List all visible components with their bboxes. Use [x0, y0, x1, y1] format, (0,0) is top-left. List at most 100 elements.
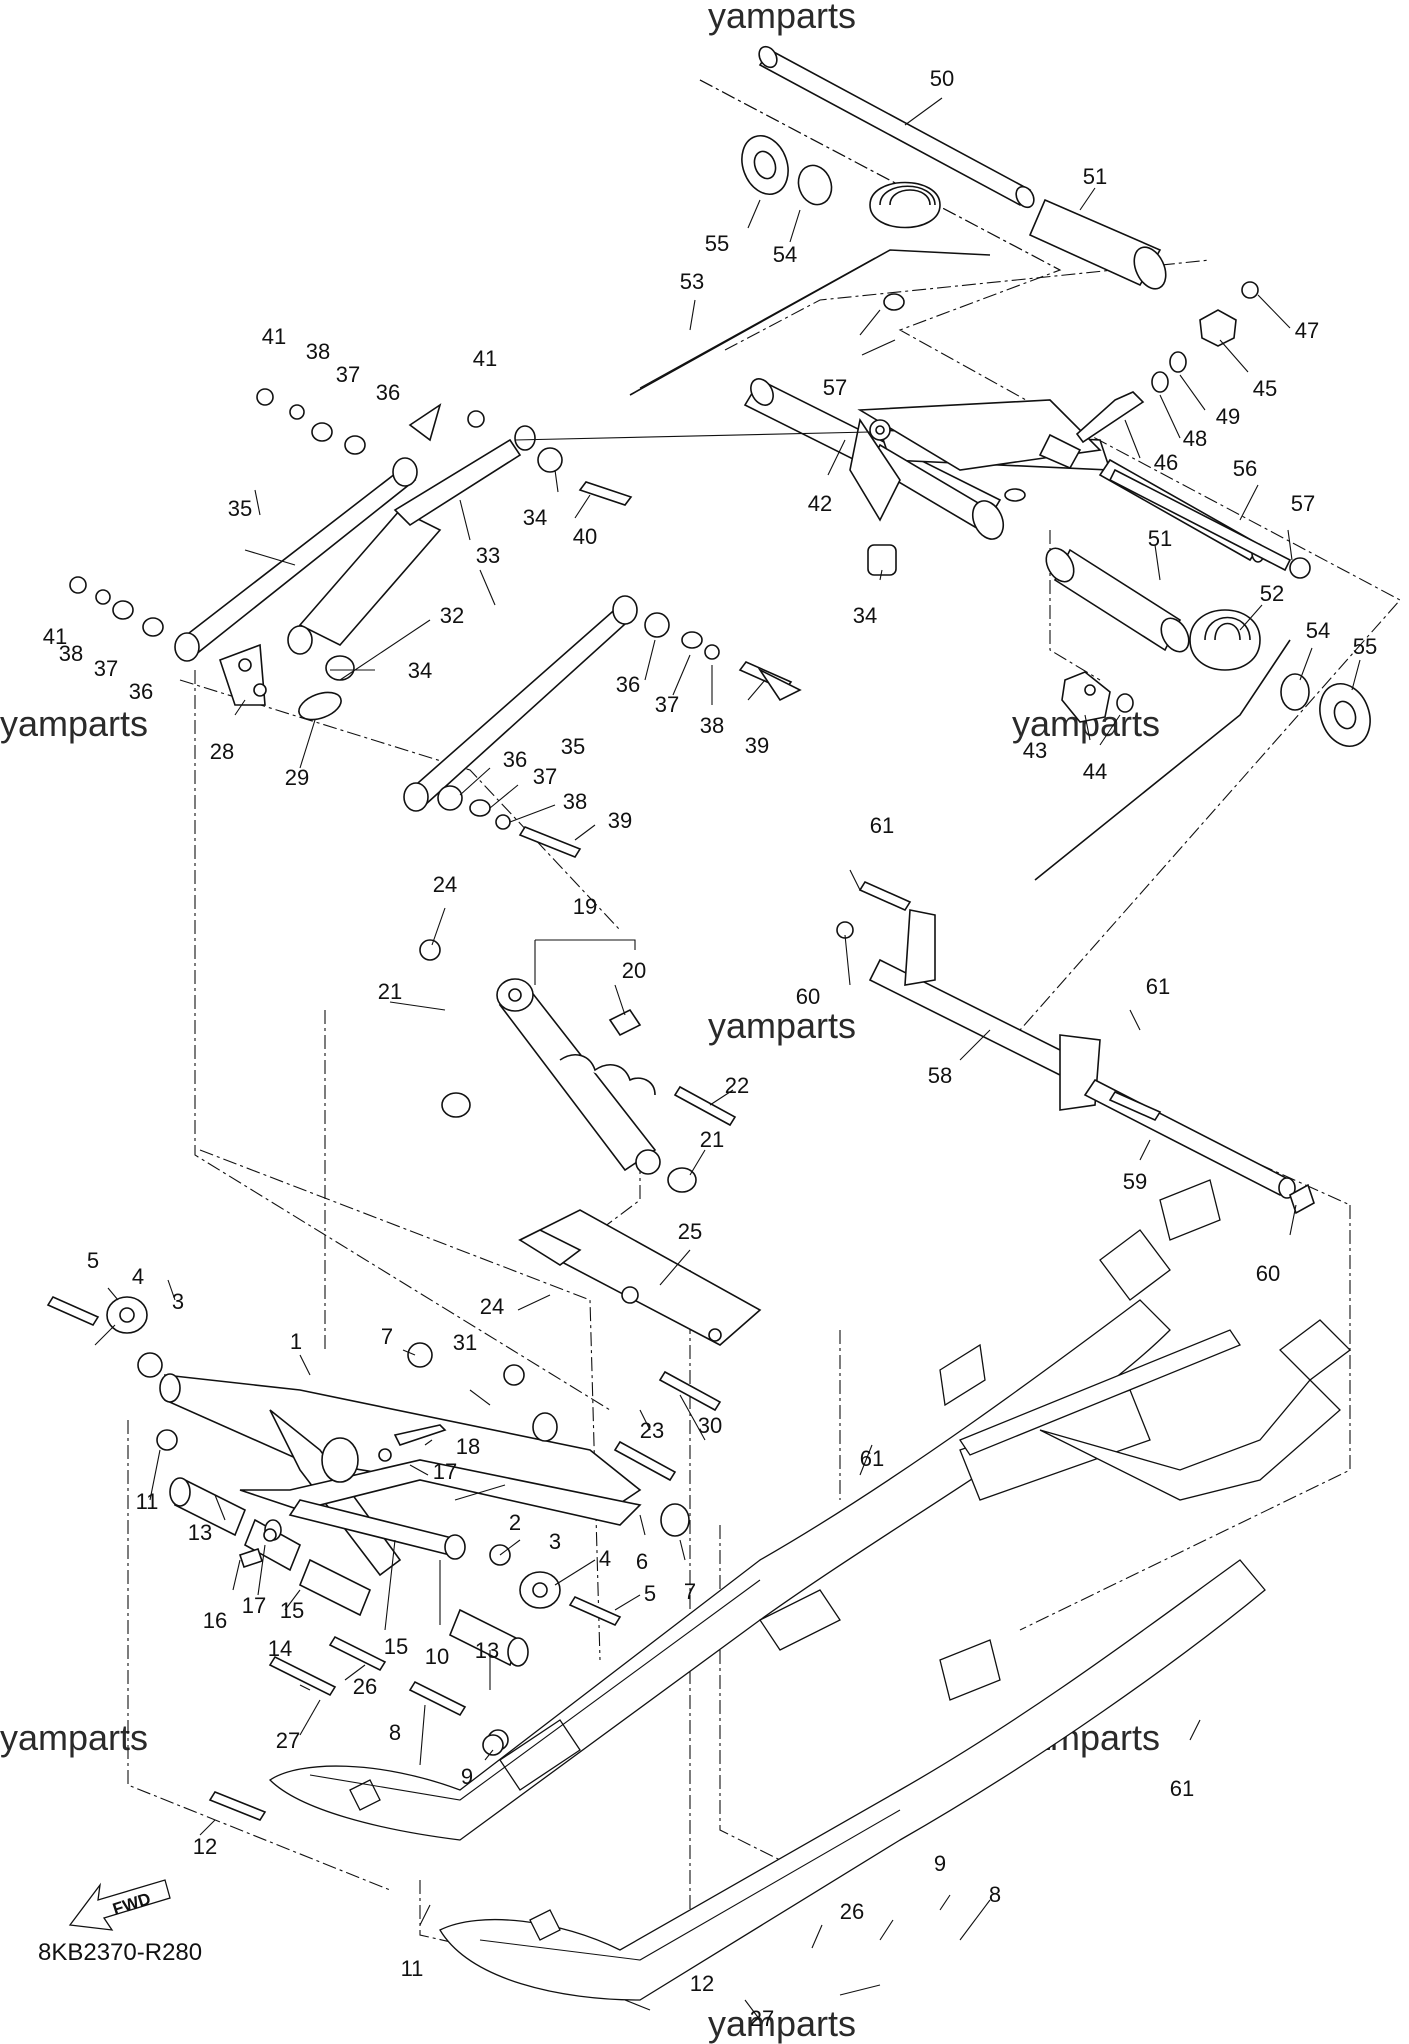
- callout-number-2: 2: [509, 1510, 521, 1535]
- callout-number-52: 52: [1260, 581, 1284, 606]
- callout-number-8: 8: [989, 1882, 1001, 1907]
- callout-number-60: 60: [796, 984, 820, 1009]
- callout-number-10: 10: [425, 1644, 449, 1669]
- callout-number-41: 41: [262, 324, 286, 349]
- callout-number-23: 23: [640, 1418, 664, 1443]
- callout-number-8: 8: [389, 1720, 401, 1745]
- callout-number-21: 21: [700, 1127, 724, 1152]
- callout-number-53: 53: [680, 269, 704, 294]
- callout-number-1: 1: [290, 1329, 302, 1354]
- callout-number-24: 24: [433, 872, 457, 897]
- callout-number-44: 44: [1083, 759, 1107, 784]
- callout-number-18: 18: [456, 1434, 480, 1459]
- callout-number-16: 16: [203, 1608, 227, 1633]
- callout-number-3: 3: [549, 1529, 561, 1554]
- callout-number-46: 46: [1154, 450, 1178, 475]
- callout-number-49: 49: [1216, 404, 1240, 429]
- callout-number-48: 48: [1183, 426, 1207, 451]
- callout-number-12: 12: [193, 1834, 217, 1859]
- right-hardware: [1034, 281, 1371, 881]
- callout-number-32: 32: [440, 603, 464, 628]
- callout-number-7: 7: [684, 1579, 696, 1604]
- callout-number-9: 9: [934, 1851, 946, 1876]
- callout-number-7: 7: [381, 1324, 393, 1349]
- callout-number-17: 17: [242, 1593, 266, 1618]
- callout-number-61: 61: [870, 813, 894, 838]
- callout-number-39: 39: [745, 733, 769, 758]
- watermark-text: yamparts: [708, 0, 856, 36]
- callout-number-55: 55: [705, 231, 729, 256]
- callout-number-57: 57: [823, 375, 847, 400]
- callout-number-20: 20: [622, 958, 646, 983]
- callout-number-9: 9: [461, 1764, 473, 1789]
- callout-number-30: 30: [698, 1413, 722, 1438]
- callout-number-14: 14: [268, 1636, 292, 1661]
- callout-number-34: 34: [523, 505, 547, 530]
- callout-number-59: 59: [1123, 1169, 1147, 1194]
- callout-number-43: 43: [1023, 738, 1047, 763]
- callout-number-61: 61: [1146, 974, 1170, 999]
- callout-number-26: 26: [353, 1674, 377, 1699]
- slide-rails: [268, 1179, 1351, 2001]
- callout-number-61: 61: [1170, 1776, 1194, 1801]
- callout-number-54: 54: [1306, 618, 1330, 643]
- callout-number-58: 58: [928, 1063, 952, 1088]
- callout-number-3: 3: [172, 1289, 184, 1314]
- callout-number-54: 54: [773, 242, 797, 267]
- callout-number-51: 51: [1083, 164, 1107, 189]
- callout-number-36: 36: [616, 672, 640, 697]
- callout-number-34: 34: [853, 603, 877, 628]
- callout-number-27: 27: [276, 1728, 300, 1753]
- callout-number-11: 11: [136, 1489, 159, 1514]
- callout-number-37: 37: [94, 656, 118, 681]
- callout-number-33: 33: [476, 543, 500, 568]
- callout-number-61: 61: [860, 1446, 884, 1471]
- callout-number-4: 4: [132, 1264, 144, 1289]
- callout-number-34: 34: [408, 658, 432, 683]
- callout-number-40: 40: [573, 524, 597, 549]
- callout-number-15: 15: [384, 1634, 408, 1659]
- callout-number-17: 17: [433, 1459, 457, 1484]
- callout-number-37: 37: [336, 362, 360, 387]
- callout-number-12: 12: [690, 1971, 714, 1996]
- callout-number-15: 15: [280, 1598, 304, 1623]
- leader-lines: [94, 97, 1361, 2021]
- rear-axle: [836, 880, 1315, 1215]
- callout-number-13: 13: [475, 1638, 499, 1663]
- callout-number-13: 13: [188, 1520, 212, 1545]
- callout-number-37: 37: [533, 764, 557, 789]
- callout-number-42: 42: [808, 491, 832, 516]
- callout-number-19: 19: [573, 894, 597, 919]
- callout-number-50: 50: [930, 66, 954, 91]
- callout-number-24: 24: [480, 1294, 504, 1319]
- callout-number-29: 29: [285, 765, 309, 790]
- callout-number-57: 57: [1291, 491, 1315, 516]
- callout-number-4: 4: [599, 1546, 611, 1571]
- callout-number-38: 38: [700, 713, 724, 738]
- callout-number-26: 26: [840, 1899, 864, 1924]
- watermark-text: yamparts: [0, 1717, 148, 1758]
- watermark-text: yamparts: [708, 1005, 856, 1046]
- upper-pivot-shaft: [629, 45, 1167, 396]
- callout-number-5: 5: [87, 1248, 99, 1273]
- callout-number-47: 47: [1295, 318, 1319, 343]
- callout-number-36: 36: [503, 747, 527, 772]
- callout-number-27: 27: [750, 2006, 774, 2031]
- callout-number-36: 36: [129, 679, 153, 704]
- callout-numbers: 1233445567788991011111212131314151516171…: [43, 66, 1377, 2031]
- callout-number-38: 38: [59, 641, 83, 666]
- callout-number-56: 56: [1233, 456, 1257, 481]
- callout-number-37: 37: [655, 692, 679, 717]
- fwd-label: FWD: [110, 1889, 153, 1919]
- rear-shock: [419, 939, 737, 1193]
- callout-number-45: 45: [1253, 376, 1277, 401]
- callout-number-38: 38: [306, 339, 330, 364]
- callout-number-36: 36: [376, 380, 400, 405]
- callout-number-35: 35: [561, 734, 585, 759]
- callout-number-11: 11: [401, 1956, 424, 1981]
- callout-number-5: 5: [644, 1581, 656, 1606]
- callout-number-6: 6: [636, 1549, 648, 1574]
- fwd-arrow: FWD: [68, 1879, 171, 1931]
- callout-number-51: 51: [1148, 526, 1172, 551]
- callout-number-41: 41: [43, 624, 67, 649]
